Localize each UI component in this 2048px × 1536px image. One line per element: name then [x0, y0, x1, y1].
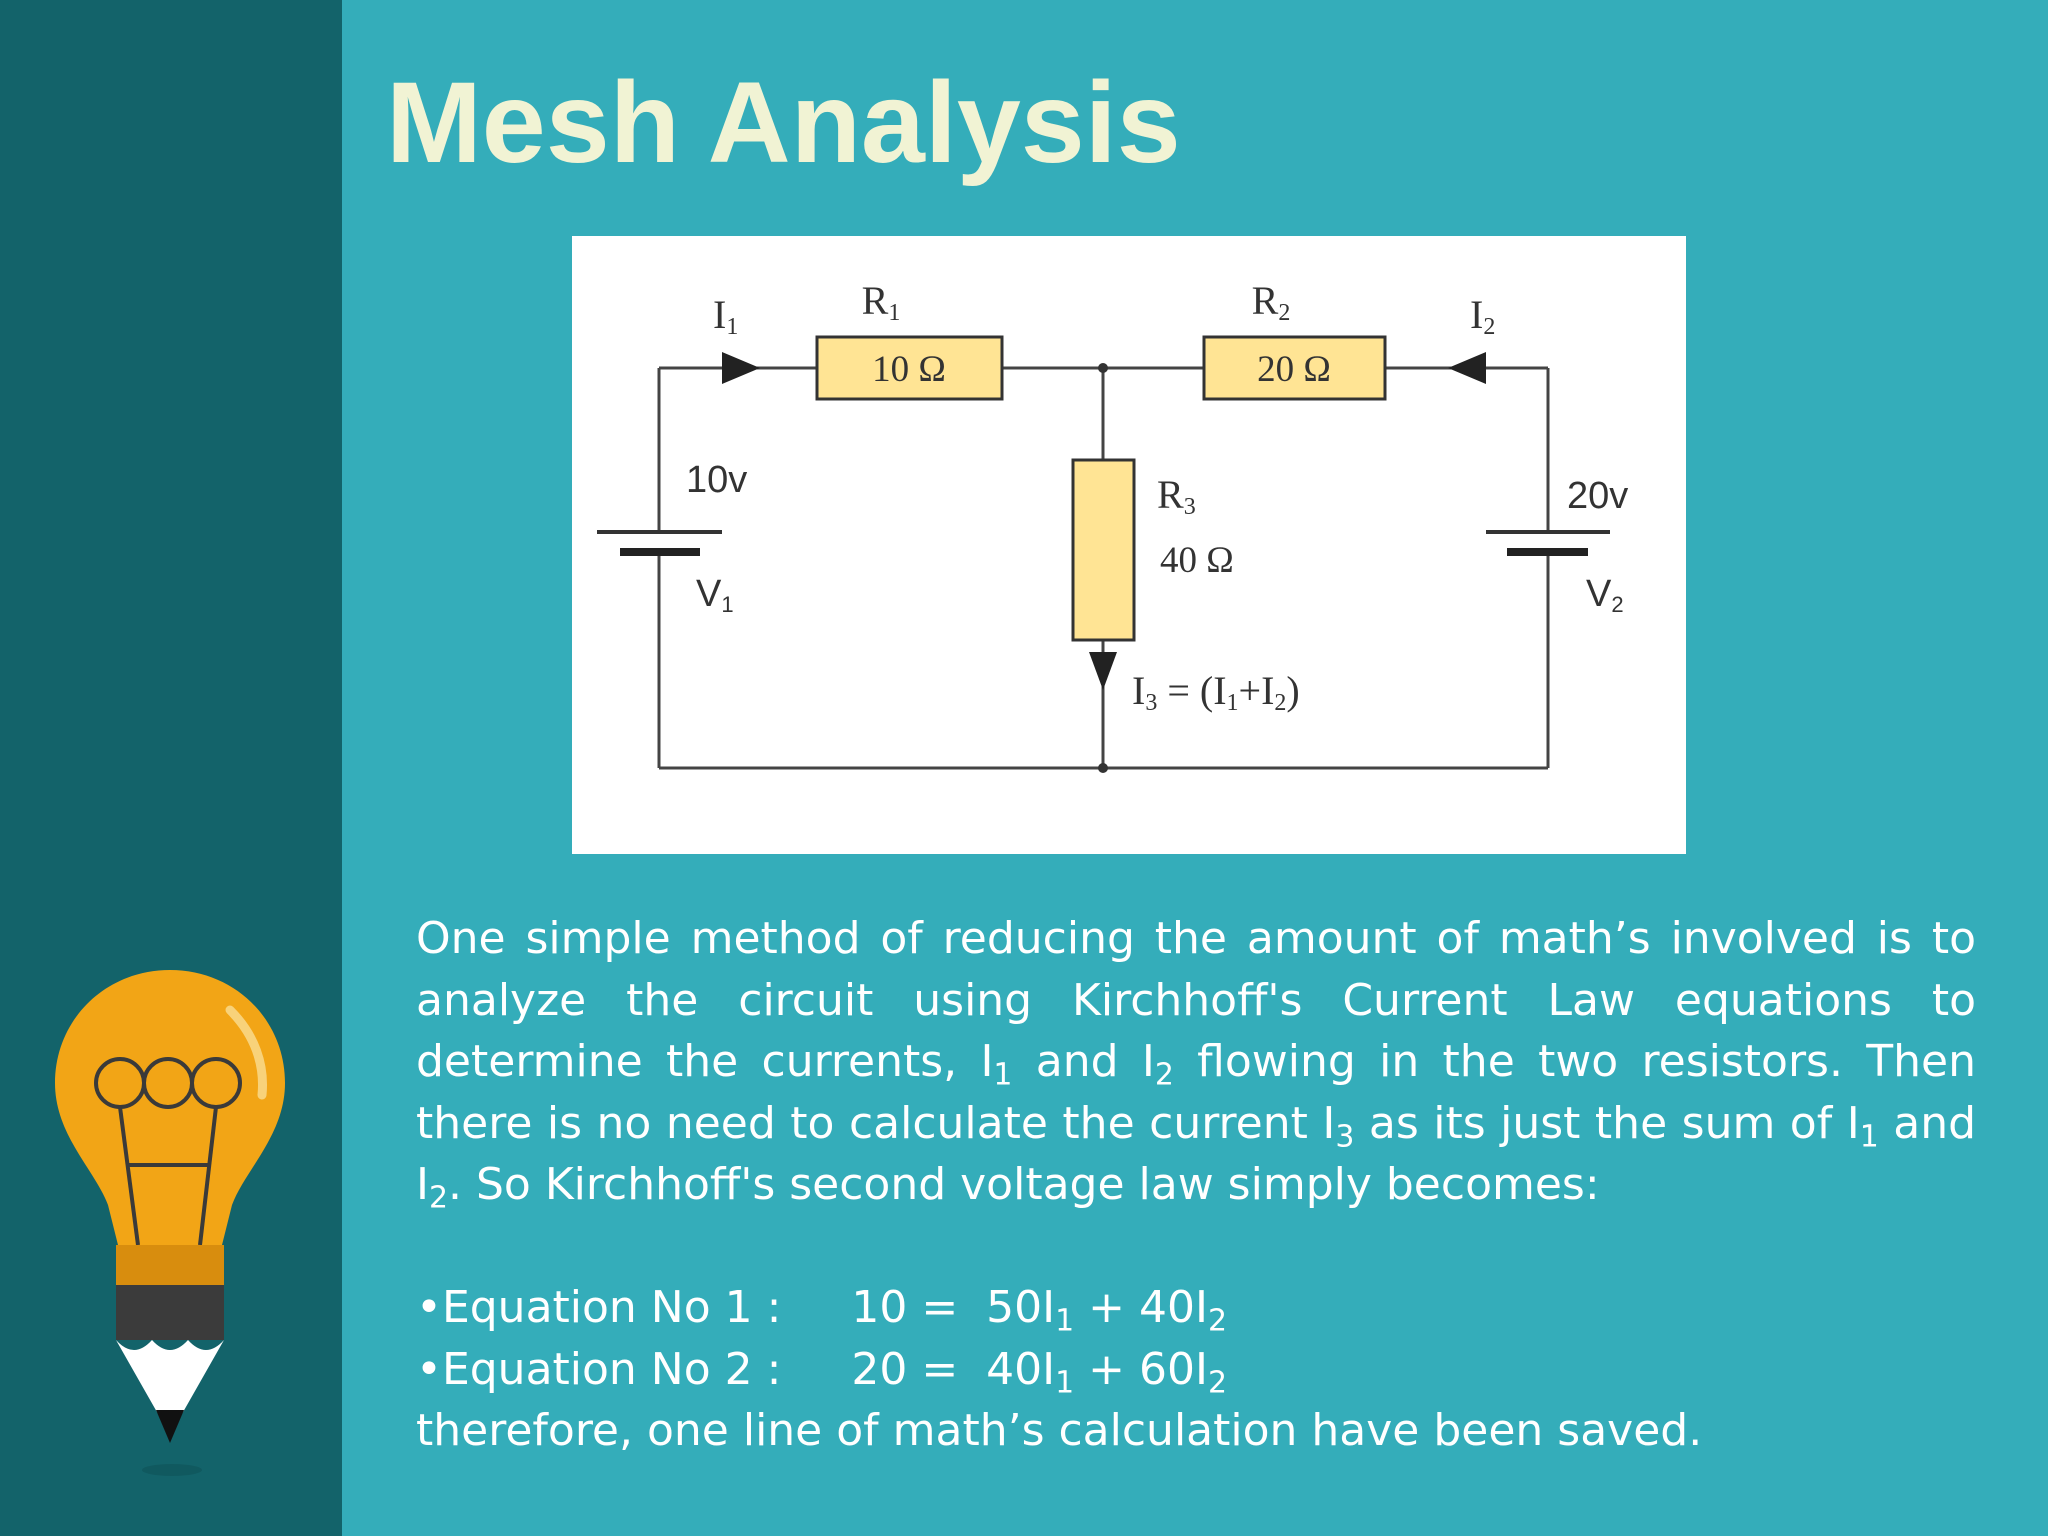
- battery-v2: [1486, 530, 1610, 556]
- conclusion-text: therefore, one line of math’s calculatio…: [416, 1405, 1703, 1456]
- v1-label: V1: [696, 573, 734, 617]
- resistor-r1: [815, 335, 1004, 401]
- arrow-i3-icon: [1089, 652, 1117, 690]
- r1-label: R1: [862, 278, 901, 326]
- i3-equation: I3 = (I1+I2): [1132, 668, 1300, 716]
- v2-label: V2: [1586, 573, 1624, 617]
- r2-value: 20 Ω: [1257, 349, 1331, 390]
- r3-label: R3: [1157, 472, 1196, 520]
- arrow-i2-icon: [1448, 352, 1486, 384]
- spacer: [416, 1216, 1976, 1278]
- lightbulb-pencil-icon: [55, 970, 285, 1476]
- circuit-svg: R1 10 Ω R2 20 Ω R3 40 Ω I1 I2 I3 = (I1+I…: [597, 278, 1628, 773]
- v1-voltage: 10v: [686, 459, 747, 501]
- bottom-node: [1098, 763, 1108, 773]
- intro-paragraph: One simple method of reducing the amount…: [416, 913, 1977, 1216]
- r1-value: 10 Ω: [872, 349, 946, 390]
- resistor-r2: [1202, 335, 1387, 401]
- circuit-diagram: R1 10 Ω R2 20 Ω R3 40 Ω I1 I2 I3 = (I1+I…: [572, 236, 1686, 854]
- equation-1: •Equation No 1 : 10 = 50I1 + 40I2: [416, 1282, 1228, 1339]
- i2-label: I2: [1470, 292, 1495, 340]
- arrow-i1-icon: [722, 352, 760, 384]
- i1-label: I1: [713, 292, 738, 340]
- top-node: [1098, 363, 1108, 373]
- body-text: One simple method of reducing the amount…: [416, 908, 1976, 1462]
- battery-v1: [597, 530, 722, 556]
- slide-title: Mesh Analysis: [386, 59, 1181, 187]
- equation-2: •Equation No 2 : 20 = 40I1 + 60I2: [416, 1343, 1228, 1400]
- v2-voltage: 20v: [1567, 475, 1628, 517]
- r2-label: R2: [1252, 278, 1291, 326]
- resistor-r3: [1071, 458, 1136, 642]
- r3-value: 40 Ω: [1160, 540, 1234, 581]
